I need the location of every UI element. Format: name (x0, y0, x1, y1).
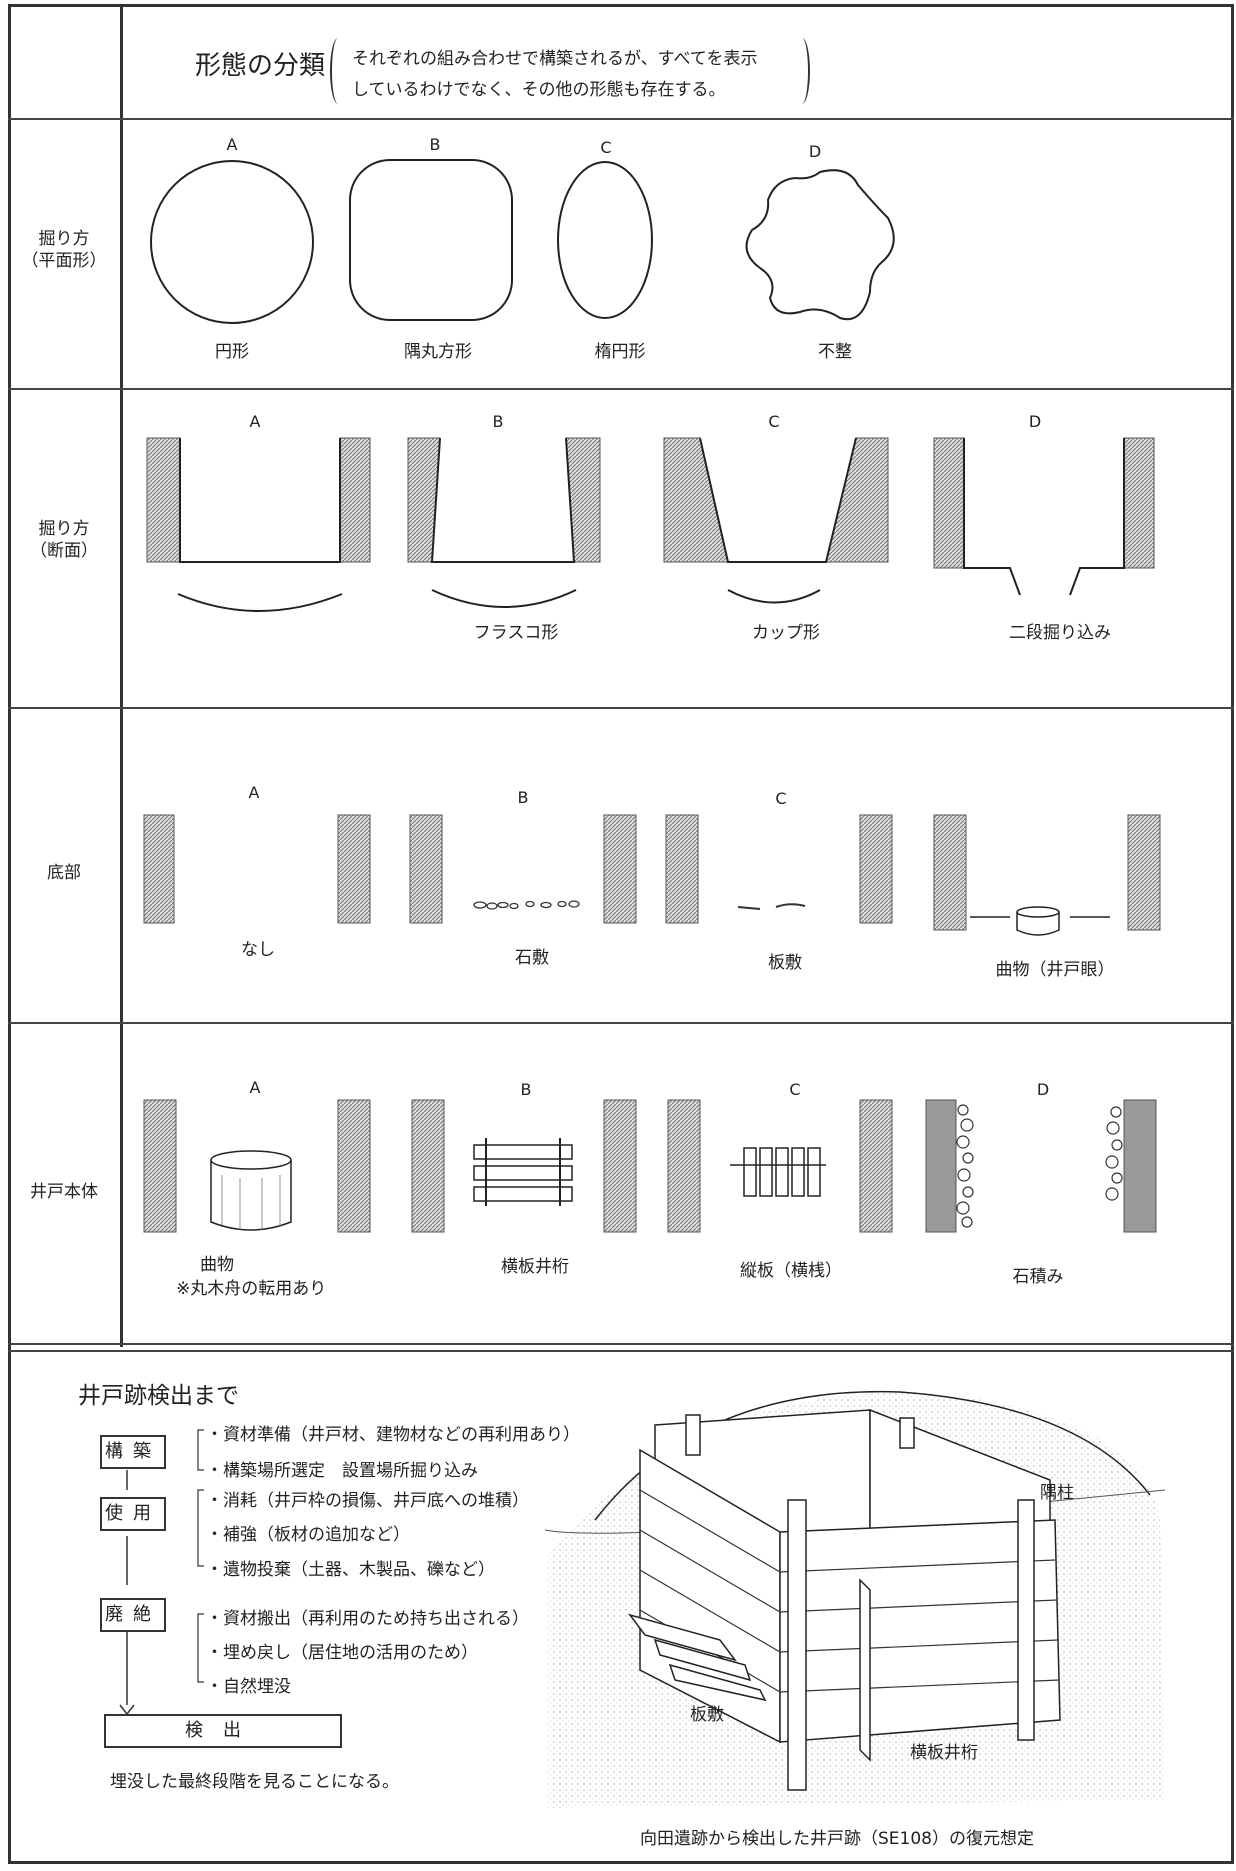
plan-ellipse-shape (557, 161, 653, 319)
label-floor-board: 板敷 (690, 1705, 724, 1725)
abandon-item-2: ・埋め戻し（居住地の活用のため） (206, 1643, 478, 1663)
section-d (933, 437, 1155, 596)
plan-name-c: 楕円形 (594, 342, 646, 362)
construct-item-1: ・資材準備（井戸材、建物材などの再利用あり） (206, 1425, 580, 1445)
row-divider (8, 388, 1234, 390)
abandon-item-1: ・資材搬出（再利用のため持ち出される） (206, 1609, 529, 1629)
bottom-name-d: 曲物（井戸眼） (995, 960, 1115, 980)
plan-irregular-shape (745, 169, 895, 321)
section-name-d: 二段掘り込み (1009, 623, 1111, 643)
stage-detect: 検出 (104, 1714, 342, 1748)
bottom-letter-c: C (775, 789, 787, 808)
label-corner-post: 隅柱 (1040, 1483, 1074, 1503)
process-footer: 埋没した最終段階を見ることになる。 (110, 1772, 399, 1792)
section-letter-a: A (249, 412, 261, 431)
construct-item-2: ・構築場所選定 設置場所掘り込み (206, 1461, 478, 1481)
classification-title: 形態の分類 (195, 51, 326, 81)
body-letter-c: C (789, 1080, 801, 1099)
abandon-item-3: ・自然埋没 (206, 1677, 291, 1697)
row-divider (8, 1022, 1234, 1024)
process-arrowhead (119, 1704, 135, 1716)
process-title: 井戸跡検出まで (78, 1383, 239, 1409)
label-frame: 横板井桁 (910, 1743, 978, 1763)
row-divider (8, 118, 1234, 120)
body-name-a: 曲物 (200, 1255, 234, 1275)
row-label-section: 掘り方 （断面） (30, 519, 98, 561)
plan-name-b: 隅丸方形 (404, 342, 472, 362)
row-label-bottom: 底部 (47, 863, 81, 883)
bottom-a (143, 814, 371, 924)
stage-construct: 構築 (100, 1435, 166, 1469)
body-d (925, 1099, 1157, 1233)
label-column-divider (120, 4, 123, 1347)
use-item-1: ・消耗（井戸枠の損傷、井戸底への堆積） (206, 1491, 529, 1511)
body-letter-b: B (520, 1080, 532, 1099)
body-a (143, 1099, 371, 1233)
body-name-b: 横板井桁 (501, 1257, 569, 1277)
body-c (667, 1099, 893, 1233)
bottom-c (665, 814, 893, 924)
note-line-1: それぞれの組み合わせで構築されるが、すべてを表示 (352, 49, 758, 69)
bottom-letter-b: B (517, 788, 529, 807)
section-a (146, 437, 371, 612)
body-note-a: ※丸木舟の転用あり (176, 1279, 327, 1299)
bottom-name-b: 石敷 (515, 948, 549, 968)
row-label-plan: 掘り方 （平面形） (21, 229, 107, 271)
section-letter-d: D (1028, 412, 1042, 431)
section-letter-b: B (492, 412, 504, 431)
body-letter-d: D (1036, 1080, 1050, 1099)
section-name-b: フラスコ形 (473, 623, 559, 643)
page-frame (8, 4, 1234, 1864)
plan-name-a: 円形 (215, 342, 249, 362)
row-divider (8, 1343, 1234, 1345)
section-name-c: カップ形 (752, 623, 820, 643)
use-item-3: ・遺物投棄（土器、木製品、礫など） (206, 1560, 495, 1580)
plan-letter-b: B (429, 135, 441, 154)
bottom-name-a: なし (241, 940, 275, 960)
stage-use: 使用 (100, 1497, 166, 1531)
row-divider (8, 1350, 1234, 1352)
illustration-caption: 向田遺跡から検出した井戸跡（SE108）の復元想定 (640, 1829, 1034, 1849)
body-name-c: 縦板（横桟） (740, 1261, 842, 1281)
body-letter-a: A (249, 1078, 261, 1097)
section-c (663, 437, 889, 604)
plan-circle-shape (150, 160, 314, 324)
plan-letter-c: C (600, 138, 612, 157)
bottom-letter-a: A (248, 783, 260, 802)
row-label-body: 井戸本体 (30, 1182, 98, 1202)
bottom-name-c: 板敷 (768, 953, 802, 973)
plan-rounded-square-shape (349, 159, 513, 321)
body-name-d: 石積み (1012, 1267, 1064, 1287)
plan-name-d: 不整 (818, 342, 852, 362)
plan-letter-d: D (808, 142, 822, 161)
bottom-d (933, 814, 1161, 936)
use-item-2: ・補強（板材の追加など） (206, 1525, 410, 1545)
section-letter-c: C (768, 412, 780, 431)
plan-letter-a: A (226, 135, 238, 154)
bottom-b (409, 814, 637, 924)
row-divider (8, 707, 1234, 709)
body-b (411, 1099, 637, 1233)
classification-note: それぞれの組み合わせで構築されるが、すべてを表示 しているわけでなく、その他の形… (330, 38, 810, 104)
note-line-2: しているわけでなく、その他の形態も存在する。 (352, 80, 726, 100)
stage-abandon: 廃絶 (100, 1598, 166, 1632)
section-b (407, 437, 601, 608)
well-illustration (544, 1390, 1166, 1808)
